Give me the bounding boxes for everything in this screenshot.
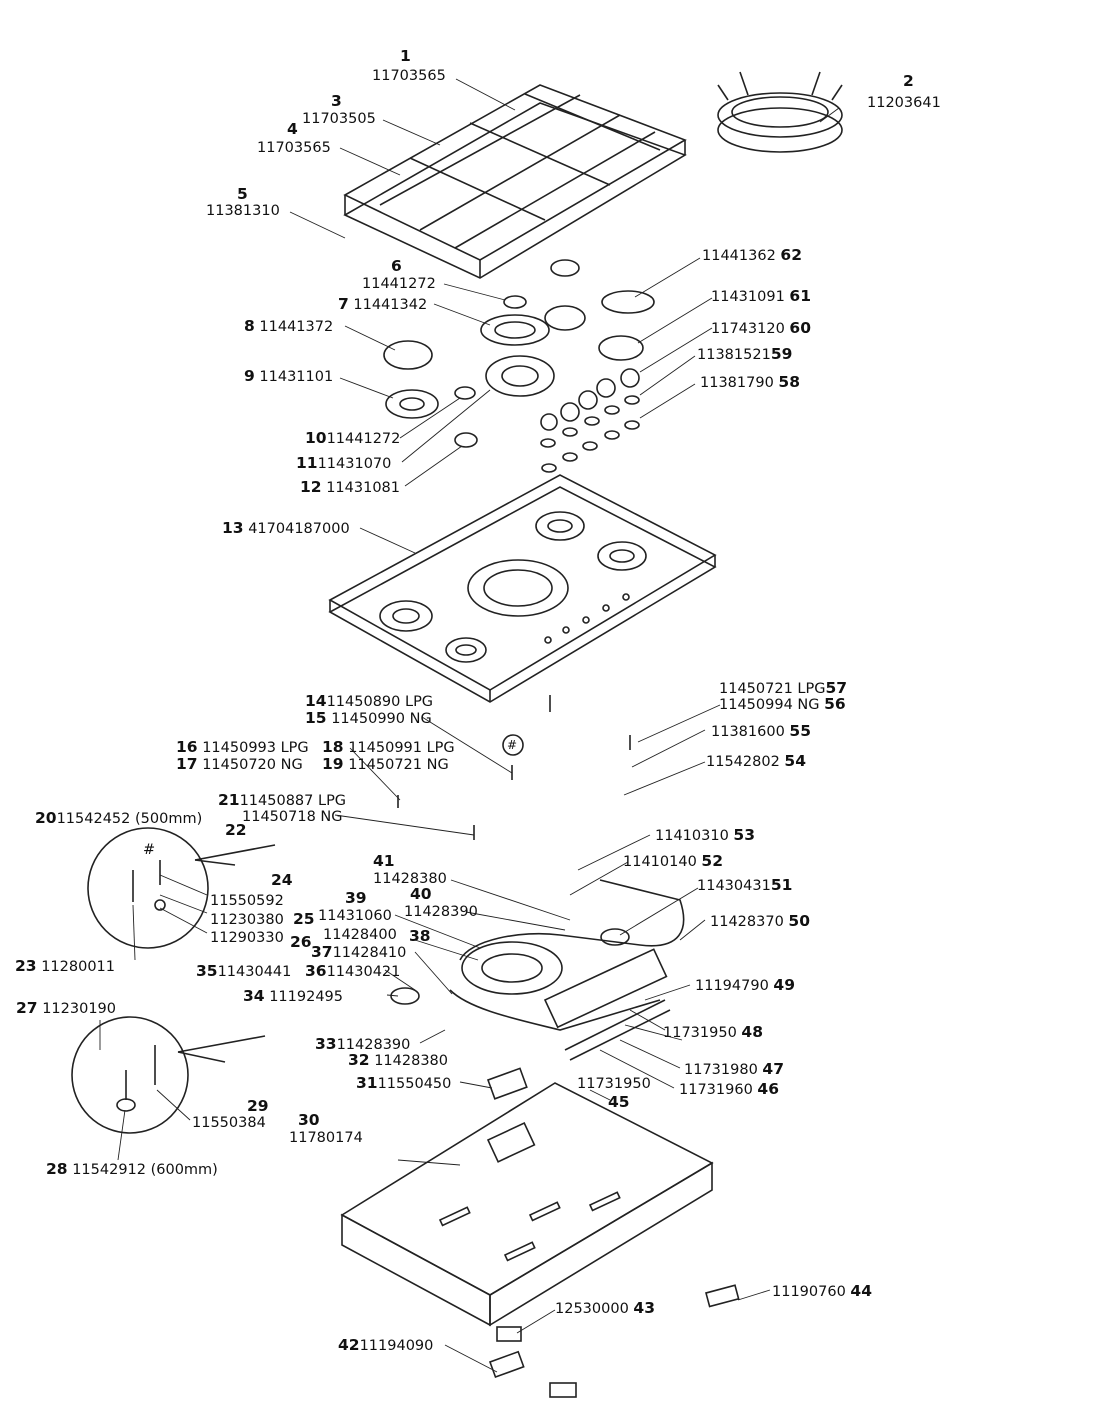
label-13: 13 41704187000 <box>222 519 350 537</box>
burner-caps <box>383 259 655 448</box>
label-21-ng: 11450718 NG <box>242 809 343 825</box>
label-58: 11381790 58 <box>700 373 800 391</box>
label-40-part: 11428390 <box>404 904 478 920</box>
hash-symbol-detail: # <box>143 842 156 858</box>
label-53: 11410310 53 <box>655 826 755 844</box>
label-32: 32 11428380 <box>348 1051 448 1069</box>
label-54: 11542802 54 <box>706 752 806 770</box>
label-44: 11190760 44 <box>772 1282 872 1300</box>
label-38-part: 11428400 <box>323 927 397 943</box>
injectors <box>397 695 631 840</box>
label-39-part: 11431060 <box>318 908 392 924</box>
label-51: 1143043151 <box>697 876 793 894</box>
label-22-num: 22 <box>225 821 247 839</box>
label-55: 11381600 55 <box>711 722 811 740</box>
label-41-part: 11428380 <box>373 871 447 887</box>
label-4-num: 4 <box>287 120 298 138</box>
label-59: 1138152159 <box>697 345 793 363</box>
label-40-num: 40 <box>410 885 432 903</box>
label-16: 16 11450993 LPG <box>176 738 309 756</box>
label-8: 8 11441372 <box>244 317 334 335</box>
label-45-num: 45 <box>608 1093 630 1111</box>
label-31: 3111550450 <box>356 1074 452 1092</box>
label-29-part: 11550384 <box>192 1115 266 1131</box>
label-50: 11428370 50 <box>710 912 810 930</box>
label-26-part: 11290330 <box>210 930 284 946</box>
label-7: 7 11441342 <box>338 295 428 313</box>
detail-circle-thermocouple <box>87 827 276 949</box>
label-46-alt-part: 11731950 <box>577 1076 651 1092</box>
label-4-part: 11703565 <box>257 140 331 156</box>
label-25-num: 25 <box>293 910 315 928</box>
label-2-part: 11203641 <box>867 95 941 111</box>
label-56: 11450994 NG 56 <box>719 695 846 713</box>
control-knobs <box>540 368 640 473</box>
label-6-part: 11441272 <box>362 276 436 292</box>
label-30-num: 30 <box>298 1111 320 1129</box>
label-61: 11431091 61 <box>711 287 811 305</box>
label-48: 11731950 48 <box>663 1023 763 1041</box>
label-1-num: 1 <box>400 47 411 65</box>
label-3-num: 3 <box>331 92 342 110</box>
label-6-num: 6 <box>391 257 402 275</box>
label-3-part: 11703505 <box>302 111 376 127</box>
label-5-part: 11381310 <box>206 203 280 219</box>
label-21: 2111450887 LPG <box>218 791 347 809</box>
label-12: 12 11431081 <box>300 478 400 496</box>
label-24-part: 11550592 <box>210 893 284 909</box>
label-23: 23 11280011 <box>15 957 115 975</box>
wok-ring <box>717 71 843 153</box>
label-38-num: 38 <box>409 927 431 945</box>
label-26-num: 26 <box>290 933 312 951</box>
label-41-num: 41 <box>373 852 395 870</box>
label-18: 18 11450991 LPG <box>322 738 455 756</box>
hob-top-panel <box>328 474 717 703</box>
label-2-num: 2 <box>903 72 914 90</box>
label-30-part: 11780174 <box>289 1130 363 1146</box>
base-tray <box>340 1082 714 1327</box>
label-1-part: 11703565 <box>372 68 446 84</box>
label-35: 3511430441 <box>196 962 292 980</box>
label-33: 3311428390 <box>315 1035 411 1053</box>
label-5-num: 5 <box>237 185 248 203</box>
label-28: 28 11542912 (600mm) <box>46 1160 218 1178</box>
label-17: 17 11450720 NG <box>176 755 303 773</box>
leader-lines <box>99 78 840 1373</box>
label-19: 19 11450721 NG <box>322 755 449 773</box>
label-11: 1111431070 <box>296 454 392 472</box>
label-57: 11450721 LPG57 <box>719 679 848 697</box>
label-42: 4211194090 <box>338 1336 434 1354</box>
label-9: 9 11431101 <box>244 367 334 385</box>
label-60: 11743120 60 <box>711 319 811 337</box>
label-25-part: 11230380 <box>210 912 284 928</box>
label-36: 3611430421 <box>305 962 401 980</box>
label-14: 1411450890 LPG <box>305 692 434 710</box>
label-20: 2011542452 (500mm) <box>35 809 203 827</box>
detail-circle-electrode <box>71 1016 266 1134</box>
label-49: 11194790 49 <box>695 976 795 994</box>
label-39-num: 39 <box>345 889 367 907</box>
label-46: 11731960 46 <box>679 1080 779 1098</box>
label-10: 1011441272 <box>305 429 401 447</box>
label-52: 11410140 52 <box>623 852 723 870</box>
pan-support-grate <box>343 84 687 279</box>
label-37: 3711428410 <box>311 943 407 961</box>
label-34: 34 11192495 <box>243 987 343 1005</box>
label-43: 12530000 43 <box>555 1299 655 1317</box>
label-15: 15 11450990 NG <box>305 709 432 727</box>
gas-valve-assembly <box>390 879 685 1100</box>
label-24-num: 24 <box>271 871 293 889</box>
label-29-num: 29 <box>247 1097 269 1115</box>
hash-symbol-injector: # <box>507 738 518 752</box>
label-47: 11731980 47 <box>684 1060 784 1078</box>
label-62: 11441362 62 <box>702 246 802 264</box>
label-27: 27 11230190 <box>16 999 116 1017</box>
